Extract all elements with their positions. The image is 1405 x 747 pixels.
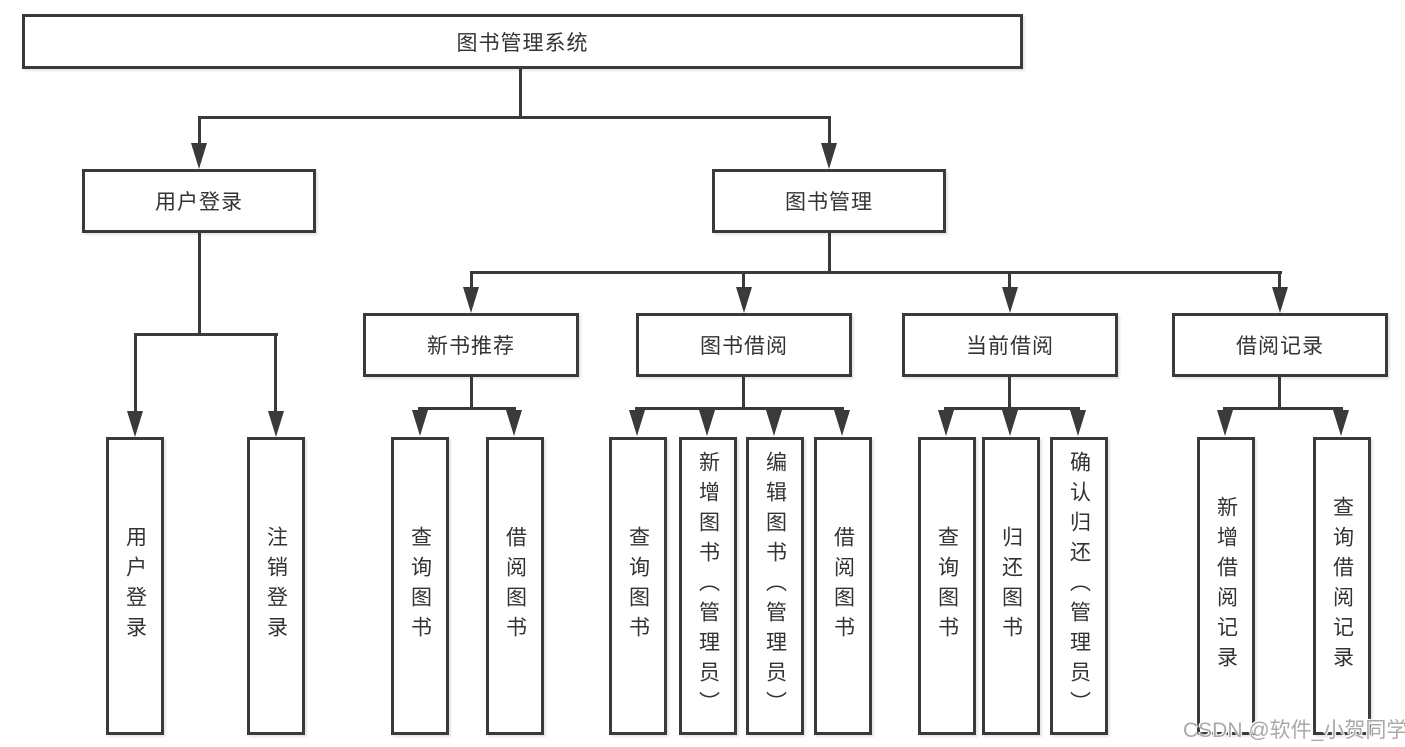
leaf-add-book-admin: 新增图书（管理员） (679, 437, 737, 735)
arrowhead-new-book (463, 287, 479, 313)
connector-drop-book-management (828, 116, 831, 146)
leaf-query-borrow-record: 查询借阅记录 (1313, 437, 1371, 735)
node-new-book-recommend: 新书推荐 (363, 313, 579, 377)
arrowhead-leaf-confirm-return (1070, 410, 1086, 436)
leaf-confirm-return-admin: 确认归还（管理员） (1050, 437, 1108, 735)
node-current-borrow: 当前借阅 (902, 313, 1118, 377)
leaf-add-borrow-record: 新增借阅记录 (1197, 437, 1255, 735)
arrowhead-leaf-add-book (699, 410, 715, 436)
arrowhead-leaf-logout (268, 411, 284, 437)
leaf-query-books-2: 查询图书 (609, 437, 667, 735)
arrowhead-leaf-query-3 (938, 410, 954, 436)
leaf-logout: 注销登录 (247, 437, 305, 735)
arrowhead-leaf-add-record (1217, 410, 1233, 436)
arrowhead-leaf-borrow-1 (506, 410, 522, 436)
connector-borrow-records-rail (1223, 407, 1343, 410)
node-borrow-records: 借阅记录 (1172, 313, 1388, 377)
arrowhead-leaf-query-record (1333, 410, 1349, 436)
leaf-query-books-1: 查询图书 (391, 437, 449, 735)
leaf-return-book: 归还图书 (982, 437, 1040, 735)
connector-root-stem (519, 68, 522, 118)
node-book-borrow: 图书借阅 (636, 313, 852, 377)
arrowhead-leaf-query-1 (412, 410, 428, 436)
connector-level3-rail (470, 271, 1282, 274)
arrowhead-book-management (821, 143, 837, 169)
connector-drop-user-login (198, 116, 201, 146)
connector-book-borrow-stem (742, 377, 745, 409)
arrowhead-leaf-borrow-2 (834, 410, 850, 436)
connector-book-management-stem (828, 233, 831, 273)
arrowhead-user-login (191, 143, 207, 169)
connector-drop-leaf-login (134, 333, 137, 413)
connector-current-borrow-stem (1008, 377, 1011, 409)
arrowhead-borrow-records (1272, 287, 1288, 313)
arrowhead-leaf-query-2 (629, 410, 645, 436)
connector-user-login-stem (198, 233, 201, 335)
leaf-borrow-books-1: 借阅图书 (486, 437, 544, 735)
connector-current-borrow-rail (944, 407, 1080, 410)
arrowhead-leaf-login (127, 411, 143, 437)
connector-drop-book-borrow (742, 271, 745, 291)
connector-drop-new-book (470, 271, 473, 291)
arrowhead-leaf-return (1002, 410, 1018, 436)
arrowhead-leaf-edit-book (766, 410, 782, 436)
leaf-borrow-books-2: 借阅图书 (814, 437, 872, 735)
connector-book-borrow-rail (635, 407, 844, 410)
connector-new-book-stem (470, 377, 473, 409)
connector-drop-borrow-records (1278, 271, 1281, 291)
connector-drop-leaf-logout (274, 333, 277, 413)
leaf-edit-book-admin: 编辑图书（管理员） (746, 437, 804, 735)
csdn-watermark: CSDN @软件_小贺同学 (1183, 719, 1405, 742)
arrowhead-book-borrow (736, 287, 752, 313)
leaf-query-books-3: 查询图书 (918, 437, 976, 735)
connector-drop-current-borrow (1008, 271, 1011, 291)
connector-borrow-records-stem (1278, 377, 1281, 409)
connector-user-login-rail (134, 333, 278, 336)
arrowhead-current-borrow (1002, 287, 1018, 313)
leaf-user-login: 用户登录 (106, 437, 164, 735)
node-book-management: 图书管理 (712, 169, 946, 233)
node-library-system: 图书管理系统 (22, 14, 1023, 69)
connector-new-book-rail (418, 407, 516, 410)
node-user-login: 用户登录 (82, 169, 316, 233)
connector-level2-rail (198, 116, 831, 119)
